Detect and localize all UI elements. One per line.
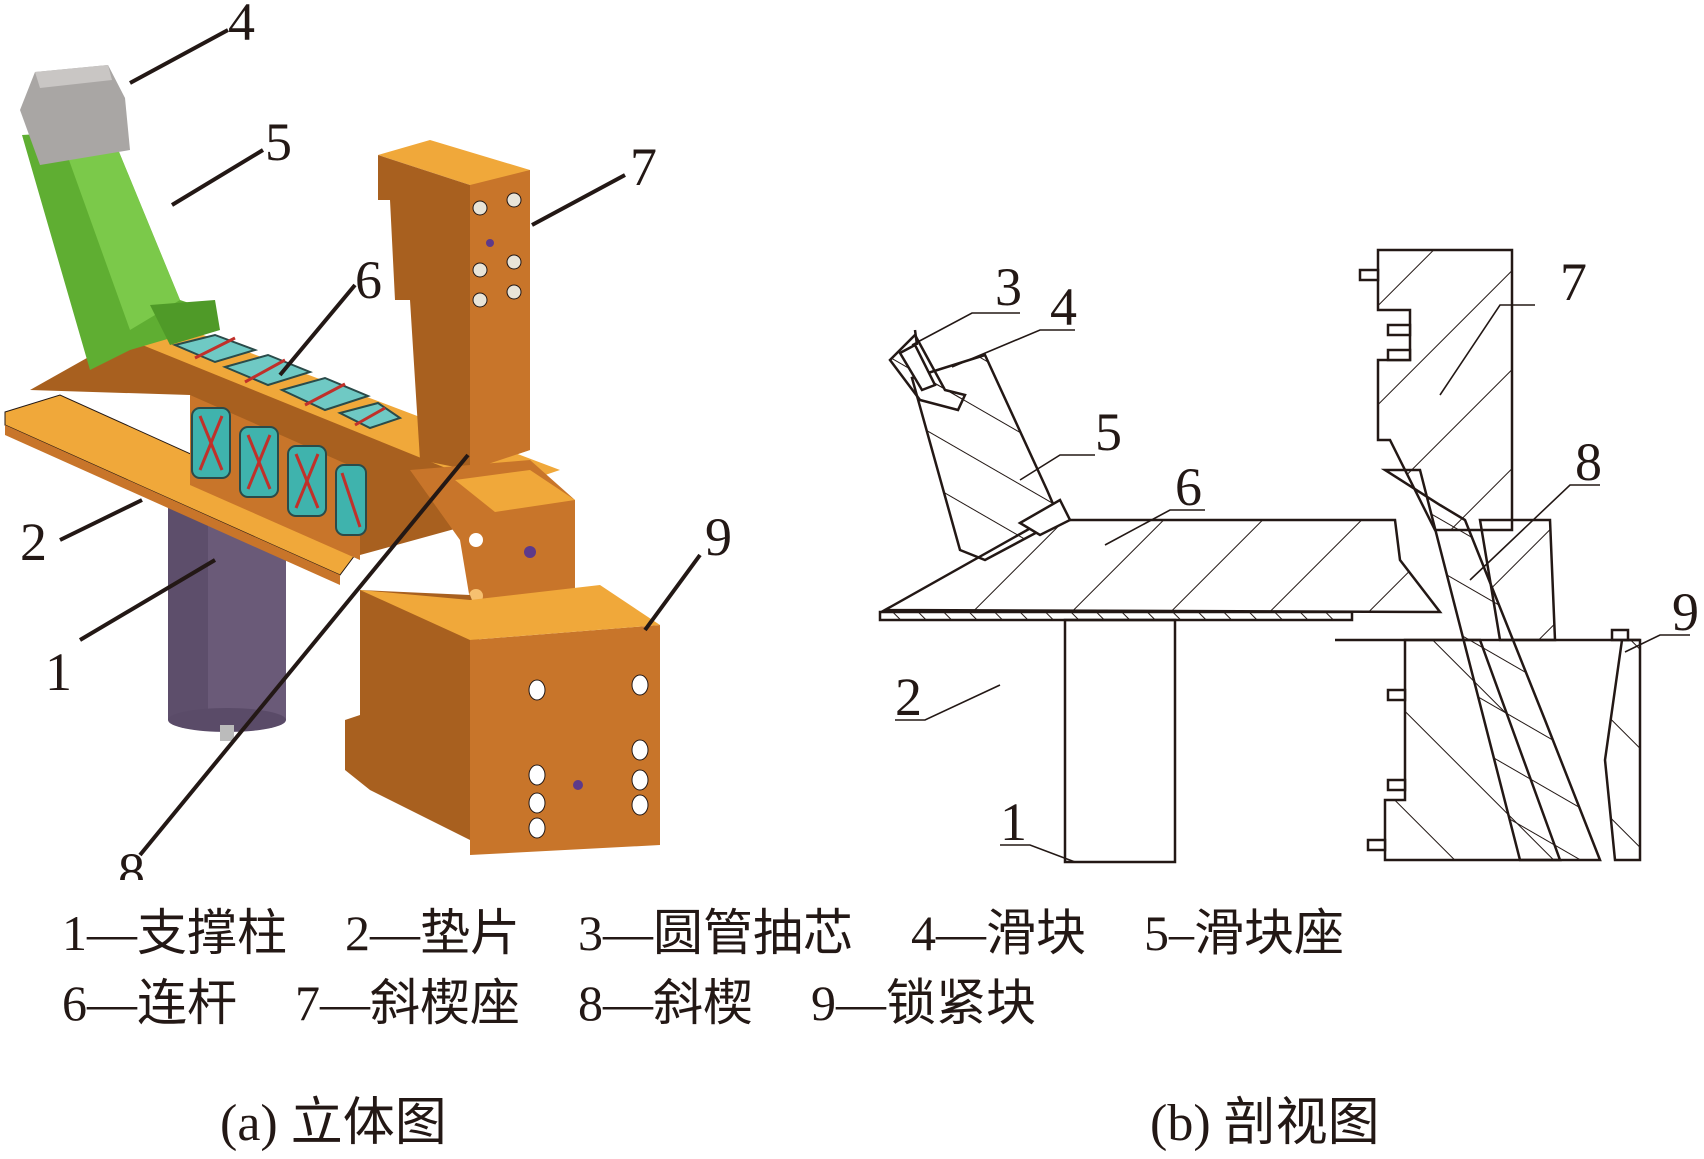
legend-item: 9—锁紧块 xyxy=(811,975,1036,1031)
callout-b-6: 6 xyxy=(1175,457,1202,517)
part-link-beam xyxy=(30,330,560,560)
legend-item: 3—圆管抽芯 xyxy=(578,905,853,961)
part-slider-seat xyxy=(22,130,220,370)
callout-a-8: 8 xyxy=(118,842,145,880)
legend-item: 1—支撑柱 xyxy=(62,905,287,961)
callout-b-4: 4 xyxy=(1050,277,1077,337)
callout-a-1: 1 xyxy=(45,642,72,702)
section-wedge-seat xyxy=(1376,248,1514,532)
section-shim-plate xyxy=(878,610,1354,622)
section-lock-body xyxy=(1383,638,1562,862)
part-wedge xyxy=(410,460,575,603)
section-wedge xyxy=(1380,468,1602,862)
caption-panel-a: (a) 立体图 xyxy=(220,1095,447,1152)
callout-b-2: 2 xyxy=(895,667,922,727)
part-wedge-seat xyxy=(378,140,530,470)
callout-b-1: 1 xyxy=(1000,792,1027,852)
section-tube-core xyxy=(898,343,937,392)
callout-a-9: 9 xyxy=(705,507,732,567)
section-support-column xyxy=(1063,618,1177,864)
legend-item: 2—垫片 xyxy=(345,905,520,961)
leader-lines-a xyxy=(59,28,702,857)
callout-b-3: 3 xyxy=(995,257,1022,317)
callout-a-6: 6 xyxy=(355,250,382,310)
callout-a-5: 5 xyxy=(265,112,292,172)
panel-a-3d-view: 4 5 6 7 8 2 1 9 xyxy=(4,0,732,880)
section-slider xyxy=(888,332,967,412)
callout-a-7: 7 xyxy=(630,137,657,197)
legend-item: 8—斜楔 xyxy=(578,975,753,1031)
part-slider xyxy=(20,65,130,165)
legend-item: 4—滑块 xyxy=(911,905,1086,961)
callout-b-9: 9 xyxy=(1672,582,1699,642)
legend-row-2: 6—连杆 7—斜楔座 8—斜楔 9—锁紧块 xyxy=(62,973,1094,1033)
callout-b-7: 7 xyxy=(1560,252,1587,312)
section-slider-seat xyxy=(910,353,1062,562)
section-locking-block xyxy=(1603,638,1642,862)
callout-b-5: 5 xyxy=(1095,402,1122,462)
legend-row-1: 1—支撑柱 2—垫片 3—圆管抽芯 4—滑块 5–滑块座 xyxy=(62,903,1402,963)
leader-lines-b xyxy=(895,304,1690,863)
legend-item: 7—斜楔座 xyxy=(295,975,520,1031)
callout-a-2: 2 xyxy=(20,512,47,572)
legend-item: 5–滑块座 xyxy=(1144,905,1344,961)
section-link-beam xyxy=(880,518,1443,614)
callout-b-8: 8 xyxy=(1575,432,1602,492)
part-locking-block xyxy=(345,585,660,855)
callout-a-4: 4 xyxy=(228,0,255,52)
caption-panel-b: (b) 剖视图 xyxy=(1150,1095,1380,1152)
legend-item: 6—连杆 xyxy=(62,975,237,1031)
